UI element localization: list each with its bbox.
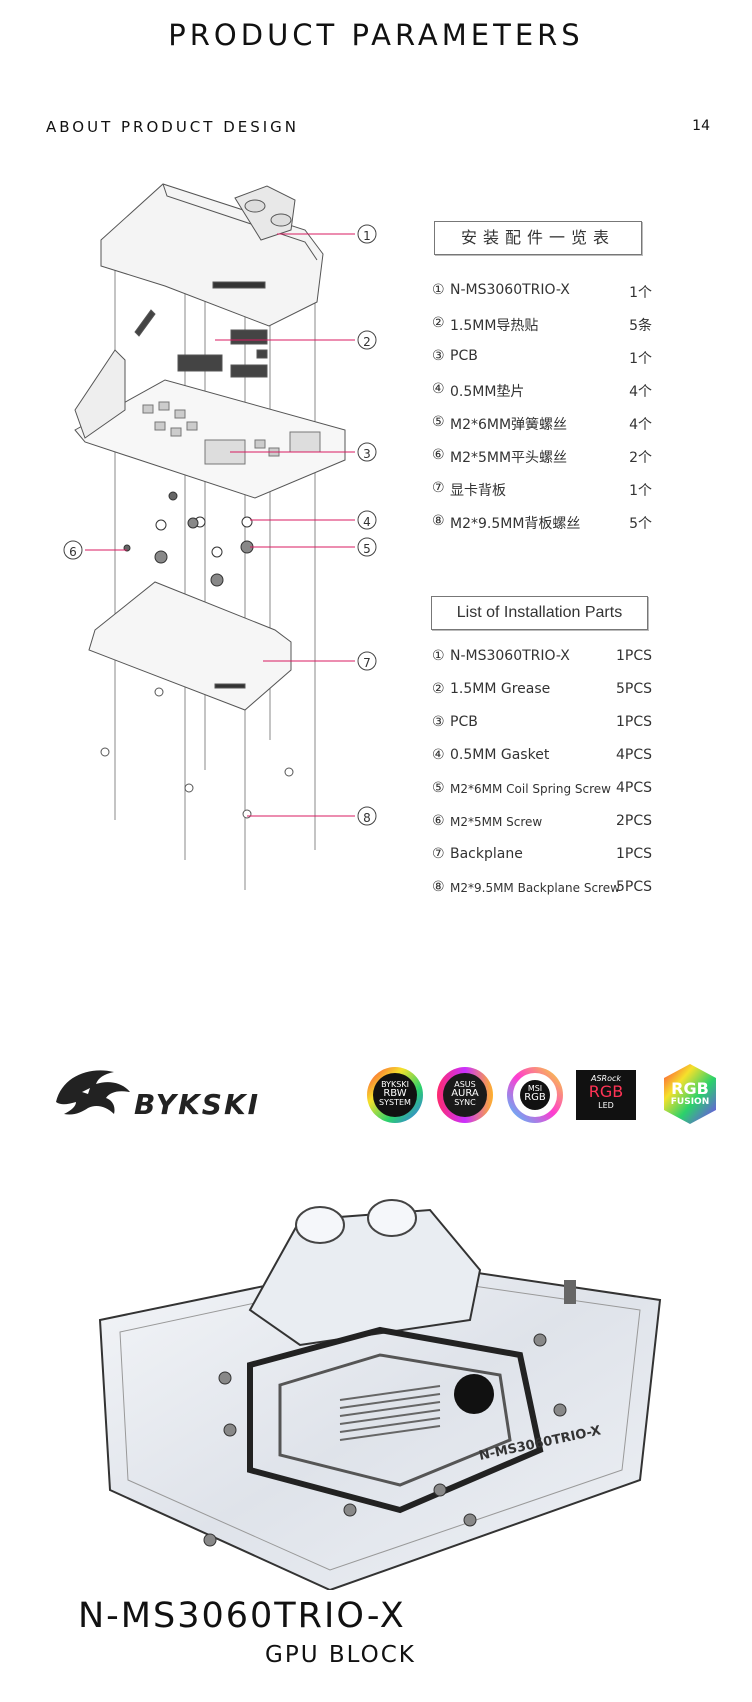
item-number: ③ — [432, 348, 445, 364]
list-item: ⑦ 显卡背板 1个 — [432, 480, 652, 513]
list-item: ③ PCB 1个 — [432, 348, 652, 381]
callout-6: 6 — [69, 545, 77, 559]
gpu-water-block-image: N-MS3060TRIO-X — [98, 1199, 662, 1590]
item-number: ③ — [432, 714, 445, 730]
item-qty: 5条 — [629, 318, 652, 334]
item-qty: 4PCS — [615, 780, 652, 796]
item-number: ⑧ — [432, 513, 445, 529]
item-name: PCB — [450, 714, 478, 730]
list-item: ④ 0.5MM垫片 4个 — [432, 381, 652, 414]
item-qty: 2个 — [629, 450, 652, 466]
item-qty: 1个 — [629, 483, 652, 499]
item-name: 1.5MM Grease — [450, 681, 551, 697]
callout-3: 3 — [363, 447, 371, 461]
item-name: M2*9.5MM Backplane Screw — [450, 881, 620, 895]
item-qty: 1PCS — [615, 714, 652, 730]
item-qty: 5PCS — [615, 879, 652, 895]
callout-2: 2 — [363, 335, 371, 349]
item-name: M2*5MM Screw — [450, 815, 543, 829]
list-item: ① N-MS3060TRIO-X 1PCS — [432, 648, 652, 681]
item-number: ⑦ — [432, 846, 445, 862]
item-number: ⑥ — [432, 447, 445, 463]
item-number: ① — [432, 282, 445, 298]
list-item: ① N-MS3060TRIO-X 1个 — [432, 282, 652, 315]
list-item: ⑥ M2*5MM Screw 2PCS — [432, 813, 652, 846]
item-number: ⑥ — [432, 813, 445, 829]
page-title: PRODUCT PARAMETERS — [168, 18, 584, 52]
callout-7: 7 — [363, 656, 371, 670]
item-qty: 4PCS — [615, 747, 652, 763]
parts-list-zh: ① N-MS3060TRIO-X 1个 ② 1.5MM导热贴 5条 ③ PCB 1个 ④ 0.… — [432, 282, 652, 546]
item-number: ⑧ — [432, 879, 445, 895]
list-item: ③ PCB 1PCS — [432, 714, 652, 747]
msi-rgb-logo-icon — [507, 1067, 563, 1123]
item-name: 1.5MM导热贴 — [450, 318, 539, 334]
item-number: ⑤ — [432, 414, 445, 430]
item-number: ④ — [432, 747, 445, 763]
rgb-fusion-logo-text: RGB FUSION — [670, 1079, 710, 1107]
item-number: ⑤ — [432, 780, 445, 796]
section-title: ABOUT PRODUCT DESIGN — [46, 118, 300, 136]
list-item: ⑧ M2*9.5MM背板螺丝 5个 — [432, 513, 652, 546]
item-name: M2*6MM弹簧螺丝 — [450, 417, 568, 433]
item-name: 显卡背板 — [450, 483, 506, 499]
item-qty: 4个 — [629, 384, 652, 400]
rbw-system-logo-icon — [367, 1067, 423, 1123]
list-item: ② 1.5MM导热贴 5条 — [432, 315, 652, 348]
parts-list-title-zh: 安装配件一览表 — [434, 221, 642, 255]
list-item: ② 1.5MM Grease 5PCS — [432, 681, 652, 714]
bykski-dragon-logo-icon — [56, 1070, 130, 1115]
item-qty: 4个 — [629, 417, 652, 433]
list-item: ④ 0.5MM Gasket 4PCS — [432, 747, 652, 780]
rgb-fusion-logo-icon — [664, 1064, 716, 1124]
list-item: ⑤ M2*6MM弹簧螺丝 4个 — [432, 414, 652, 447]
item-number: ① — [432, 648, 445, 664]
page-number: 14 — [692, 118, 710, 134]
asrock-rgb-led-logo-text: ASRock RGB LED — [588, 1074, 624, 1110]
model-name: N-MS3060TRIO-X — [78, 1596, 406, 1636]
item-name: M2*6MM Coil Spring Screw — [450, 782, 611, 796]
item-name: Backplane — [450, 846, 523, 862]
item-name: M2*5MM平头螺丝 — [450, 450, 568, 466]
model-subtitle: GPU BLOCK — [265, 1642, 416, 1668]
item-name: N-MS3060TRIO-X — [450, 282, 570, 298]
item-number: ② — [432, 315, 445, 331]
callout-8: 8 — [363, 811, 371, 825]
item-name: 0.5MM Gasket — [450, 747, 550, 763]
item-name: 0.5MM垫片 — [450, 384, 525, 400]
item-name: N-MS3060TRIO-X — [450, 648, 570, 664]
callout-1: 1 — [363, 229, 371, 243]
item-qty: 1个 — [629, 351, 652, 367]
asrock-rgb-led-logo-icon — [576, 1070, 636, 1120]
item-qty: 1PCS — [615, 648, 652, 664]
item-number: ⑦ — [432, 480, 445, 496]
item-name: PCB — [450, 348, 478, 364]
item-name: M2*9.5MM背板螺丝 — [450, 516, 581, 532]
exploded-assembly-diagram: 1 2 3 4 5 6 7 8 — [63, 183, 377, 890]
callout-5: 5 — [363, 542, 371, 556]
list-item: ⑦ Backplane 1PCS — [432, 846, 652, 879]
parts-list-title-en: List of Installation Parts — [431, 596, 648, 630]
item-number: ② — [432, 681, 445, 697]
item-qty: 5个 — [629, 516, 652, 532]
aura-sync-logo-icon — [437, 1067, 493, 1123]
callout-4: 4 — [363, 515, 371, 529]
item-qty: 5PCS — [615, 681, 652, 697]
item-qty: 1个 — [629, 285, 652, 301]
brand-name: BYKSKI — [134, 1088, 261, 1121]
list-item: ⑥ M2*5MM平头螺丝 2个 — [432, 447, 652, 480]
item-qty: 1PCS — [615, 846, 652, 862]
item-number: ④ — [432, 381, 445, 397]
list-item: ⑤ M2*6MM Coil Spring Screw 4PCS — [432, 780, 652, 813]
item-qty: 2PCS — [615, 813, 652, 829]
